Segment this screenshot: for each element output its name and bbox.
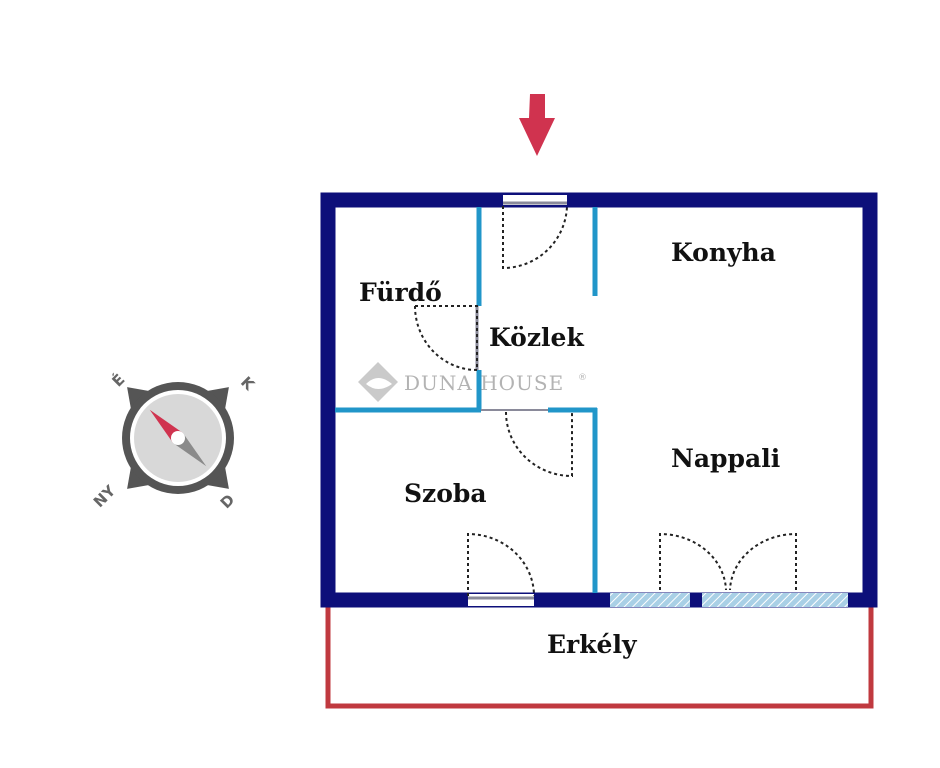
compass-west-label: NY: [90, 481, 120, 511]
room-label-furdo: Fürdő: [359, 278, 442, 307]
room-label-erkely: Erkély: [547, 630, 638, 659]
entrance-arrow-icon: [519, 94, 555, 156]
compass-north-label: É: [108, 370, 129, 391]
outer-wall: [320, 192, 878, 608]
nappali-window-right: [702, 593, 848, 607]
inner-walls: [335, 207, 598, 593]
compass-east-label: K: [237, 373, 259, 395]
nappali-window-left: [610, 593, 690, 607]
szoba-balcony-door-gap: [468, 594, 534, 606]
watermark-registered: ®: [578, 373, 587, 383]
room-label-nappali: Nappali: [671, 444, 780, 473]
compass-south-label: D: [217, 491, 239, 513]
room-label-konyha: Konyha: [671, 238, 776, 267]
room-label-kozlek: Közlek: [489, 323, 584, 352]
balcony-outline: [325, 600, 874, 709]
entrance-door-gap: [503, 195, 567, 205]
watermark-brand: DUNA HOUSE: [404, 371, 564, 395]
compass-icon: [122, 382, 234, 494]
room-label-szoba: Szoba: [404, 479, 487, 508]
duna-house-logo-icon: [358, 362, 398, 402]
door-swings: [414, 205, 797, 597]
